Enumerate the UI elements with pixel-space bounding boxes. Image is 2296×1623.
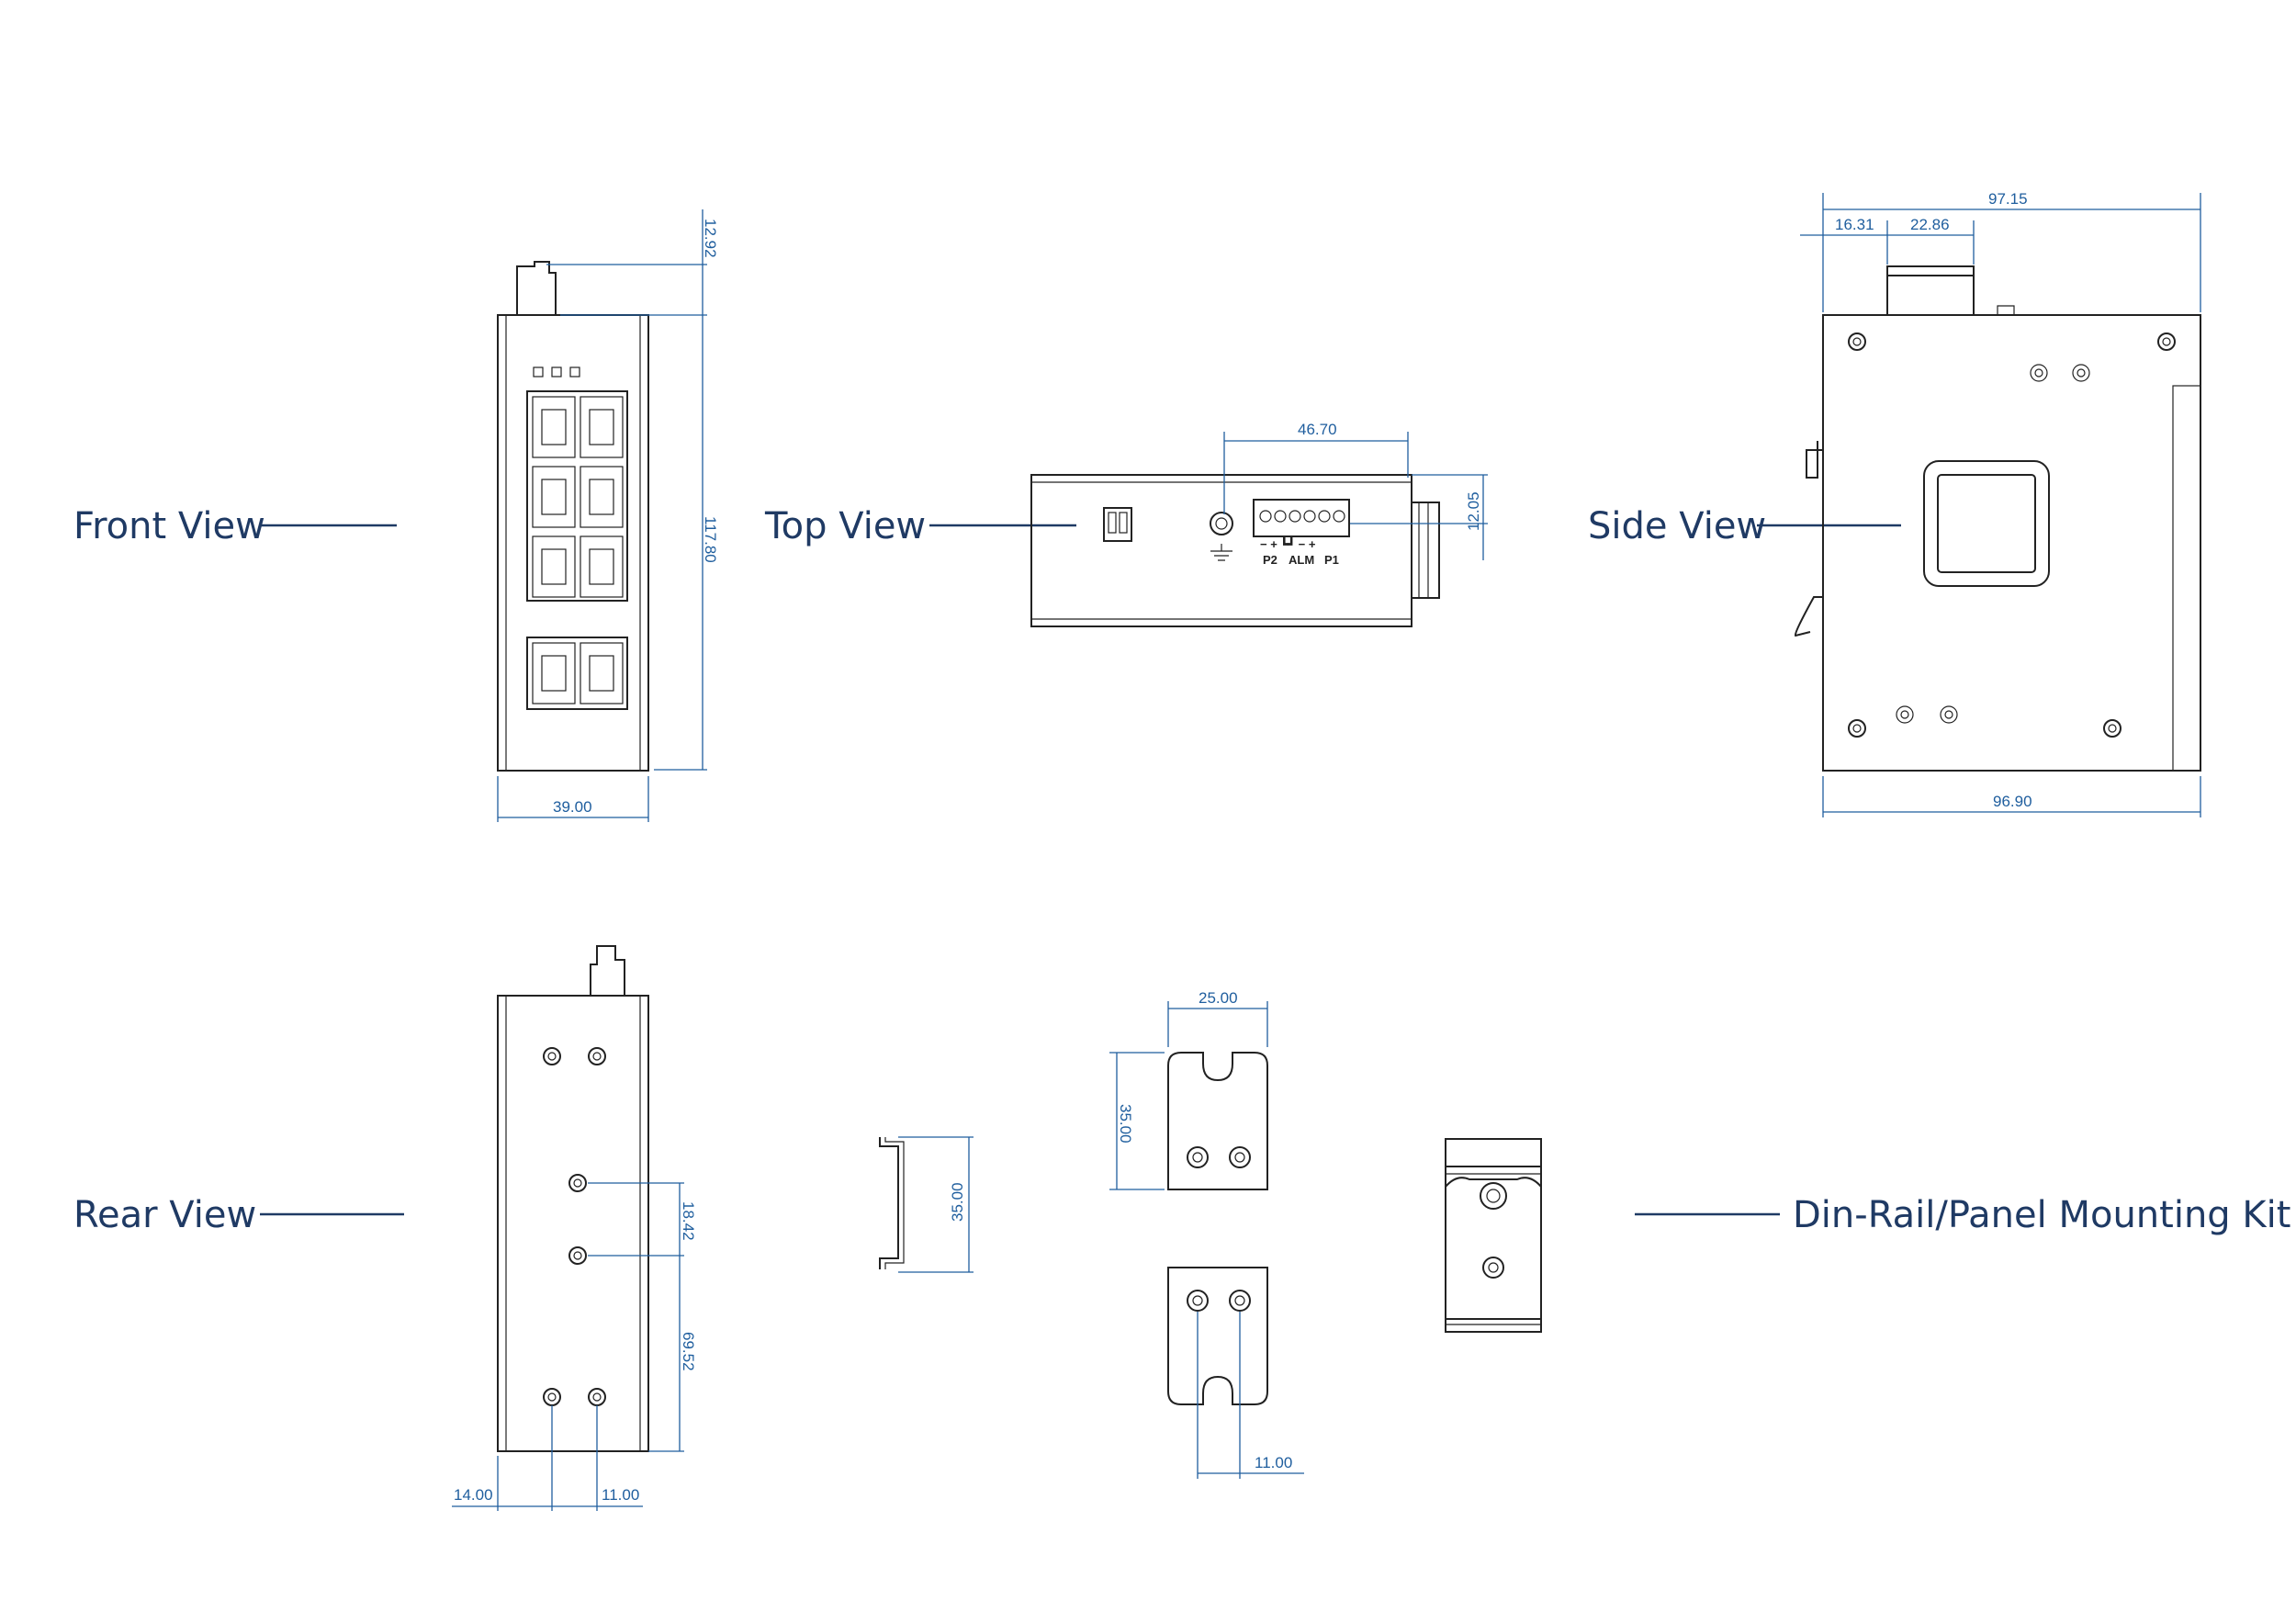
- dip-switch: [1103, 507, 1132, 542]
- dim-front-top: 12.92: [702, 219, 719, 258]
- side-view: Side View 97.15 16.31: [1588, 190, 2201, 817]
- side-label-frame: [1923, 460, 2050, 587]
- dim-front-height: 117.80: [702, 516, 719, 563]
- side-top-connector: [1886, 265, 1975, 316]
- front-view-label: Front View: [73, 505, 265, 547]
- front-panel: [505, 314, 641, 772]
- rear-top-connector: [590, 945, 625, 996]
- din-rail-profile: [879, 1137, 899, 1269]
- panel-bracket-upper: [1167, 1052, 1268, 1190]
- terminal-pin-marks: − + ┗┛ − +: [1260, 536, 1316, 551]
- side-view-label: Side View: [1588, 505, 1766, 547]
- din-clip-front: [1445, 1138, 1542, 1333]
- top-view-label: Top View: [764, 505, 926, 547]
- dim-side-offset: 16.31: [1835, 216, 1874, 233]
- rj45-ports-lower: [532, 642, 624, 704]
- kit-label: Din-Rail/Panel Mounting Kit: [1793, 1194, 2290, 1236]
- led-2: [551, 366, 562, 378]
- front-housing: [497, 314, 649, 772]
- dim-top-connector: 46.70: [1298, 421, 1337, 438]
- ground-screw: [1210, 512, 1233, 535]
- front-view: Front View 12.92 117.: [73, 209, 719, 822]
- rear-view: Rear View 18.42 69.52 14.00 11.00: [73, 945, 697, 1511]
- dim-rear-left: 14.00: [454, 1486, 493, 1504]
- dim-rear-mid: 18.42: [680, 1201, 697, 1241]
- mounting-kit: Din-Rail/Panel Mounting Kit 35.00 25.00 …: [879, 989, 2290, 1479]
- top-side-connector: [1411, 502, 1440, 599]
- rj45-block-upper: [526, 390, 628, 602]
- rear-housing: [497, 995, 649, 1452]
- dim-side-conn: 22.86: [1910, 216, 1950, 233]
- rj45-block-lower: [526, 637, 628, 710]
- dim-bracket-width: 25.00: [1199, 989, 1238, 1007]
- dim-rear-low: 69.52: [680, 1332, 697, 1371]
- rear-view-label: Rear View: [73, 1194, 256, 1236]
- panel-bracket-lower: [1167, 1267, 1268, 1405]
- dim-rear-pitch: 11.00: [602, 1486, 639, 1504]
- dim-plate-pitch: 11.00: [1255, 1454, 1292, 1471]
- front-top-connector: [516, 261, 557, 315]
- dim-side-bottom: 96.90: [1993, 793, 2032, 810]
- dim-bracket-height: 35.00: [1117, 1104, 1134, 1144]
- terminal-block: [1253, 499, 1350, 537]
- terminal-p2: P2: [1263, 553, 1277, 567]
- rj45-ports-upper: [532, 396, 624, 598]
- rear-mounting-holes: [543, 1047, 606, 1406]
- din-clip: [1794, 441, 1823, 637]
- side-housing: [1822, 314, 2201, 772]
- dim-rail-height: 35.00: [949, 1182, 966, 1222]
- ground-symbol: [1210, 544, 1232, 561]
- terminal-screws: [1259, 510, 1345, 523]
- dim-top-depth: 12.05: [1465, 491, 1482, 531]
- dim-side-total: 97.15: [1988, 190, 2028, 208]
- terminal-alm: ALM: [1289, 553, 1314, 567]
- led-1: [533, 366, 544, 378]
- side-mounting-holes: [1848, 332, 2176, 738]
- top-view: Top View − + ┗┛ − + P2 ALM P1 46.70: [764, 421, 1488, 627]
- terminal-p1: P1: [1324, 553, 1339, 567]
- led-3: [569, 366, 580, 378]
- dim-front-width: 39.00: [553, 798, 592, 816]
